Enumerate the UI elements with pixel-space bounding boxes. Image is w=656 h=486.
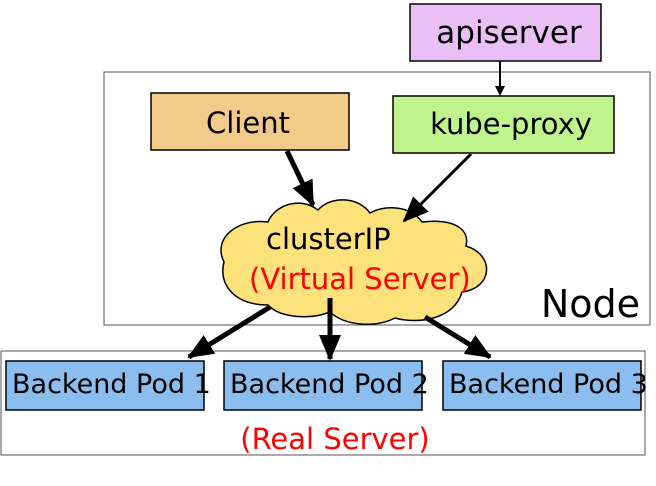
backend-pod-3-label: Backend Pod 3	[449, 369, 648, 400]
apiserver-label: apiserver	[436, 15, 582, 51]
node-group-box	[103, 71, 651, 326]
kube-proxy-box	[392, 95, 615, 154]
node-group-label: Node	[541, 282, 640, 326]
virtual-server-label: (Virtual Server)	[249, 262, 471, 296]
backend-pod-2-box	[223, 360, 423, 411]
cluster-ip-label: clusterIP	[266, 222, 391, 256]
kube-proxy-label: kube-proxy	[430, 107, 592, 141]
edge-client-cluster-ip	[284, 149, 316, 207]
backend-pod-1-label: Backend Pod 1	[12, 369, 211, 400]
client-box	[150, 92, 350, 151]
client-label: Client	[206, 106, 290, 140]
backend-pod-2-label: Backend Pod 2	[230, 369, 429, 400]
backend-pod-1-box	[5, 360, 205, 411]
edge-kube-proxy-cluster-ip	[402, 152, 473, 223]
apiserver-box	[409, 3, 602, 62]
edge-cluster-ip-pod-3	[423, 314, 492, 360]
edge-cluster-ip-pod-1	[187, 304, 272, 360]
backend-pod-3-box	[442, 360, 642, 411]
real-server-label: (Real Server)	[240, 422, 429, 456]
